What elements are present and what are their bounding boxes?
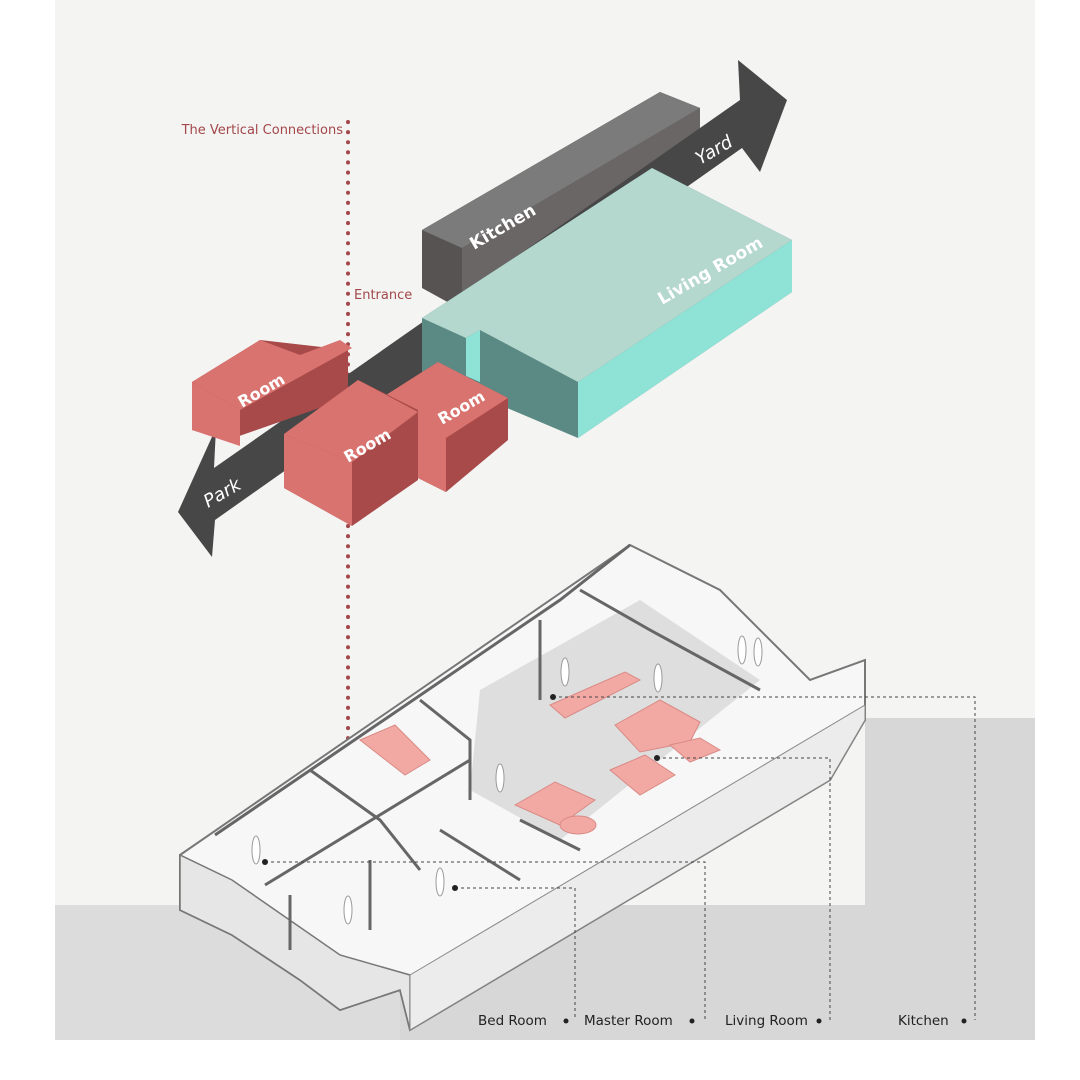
floor-plan	[179, 543, 866, 1032]
room-block-c	[375, 362, 508, 492]
legend-kitchen: Kitchen	[898, 1013, 949, 1029]
living-area-floor	[470, 600, 760, 840]
vertical-connections-label: The Vertical Connections	[181, 123, 344, 138]
leader-dots	[262, 694, 967, 1024]
floor-plan-walls	[214, 543, 761, 950]
room-block-b	[284, 380, 418, 526]
leader-lines	[265, 696, 976, 1020]
people-figures	[251, 635, 763, 925]
ground-texture-right	[400, 718, 1035, 1040]
legend-bed-room: Bed Room	[478, 1013, 547, 1029]
legend-living-room: Living Room	[725, 1013, 808, 1029]
legend-master-room: Master Room	[584, 1013, 673, 1029]
entrance-label: Entrance	[354, 288, 412, 303]
living-room-block	[422, 168, 792, 438]
furniture	[359, 671, 722, 835]
room-block-a	[192, 340, 352, 446]
